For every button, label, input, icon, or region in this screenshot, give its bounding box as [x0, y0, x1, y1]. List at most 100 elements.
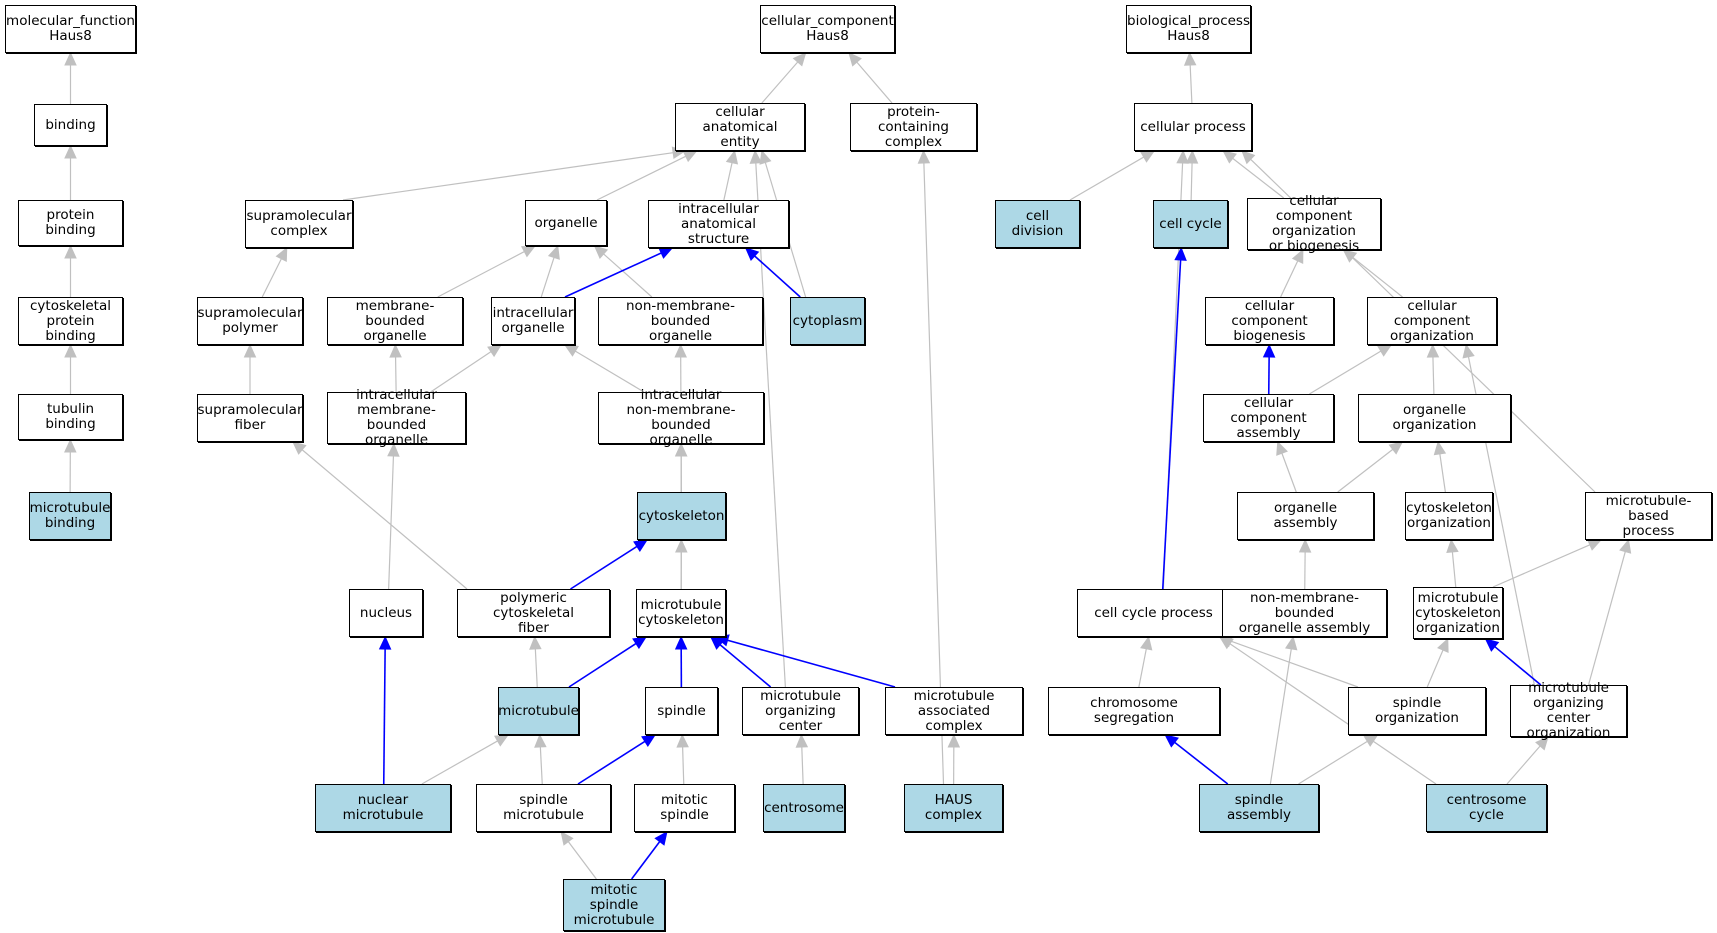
edge-arrowhead-microtubule-to-mt-cytoskeleton — [632, 636, 648, 650]
node-cell-division: cell division — [995, 200, 1080, 248]
edge-arrowhead-mtoc-org-to-mtb-process — [1619, 538, 1632, 554]
edge-arrowhead-supra-polymer-to-supra-complex — [275, 246, 288, 262]
node-cca: cellular component assembly — [1203, 394, 1334, 442]
node-pcc: protein-containing complex — [850, 103, 977, 151]
node-org-assembly: organelle assembly — [1237, 492, 1374, 540]
edge-msm-to-mitotic-spindle — [630, 841, 661, 880]
edge-cellular-process-to-bp-root — [1189, 64, 1193, 104]
node-cyto-org: cytoskeleton organization — [1405, 492, 1493, 540]
node-haus: HAUS complex — [904, 784, 1003, 832]
edge-arrowhead-org-org-to-cco — [1426, 343, 1440, 358]
node-protein-binding: protein binding — [18, 200, 123, 246]
edge-msm-to-spindle-mt — [567, 841, 597, 880]
edge-nmbo-to-organelle — [603, 253, 653, 298]
edge-arrowhead-microtubule-to-pcf — [529, 635, 542, 650]
node-chrom-seg: chromosome segregation — [1048, 687, 1220, 735]
edge-ccob-to-cellular-process — [1232, 157, 1285, 199]
edge-arrowhead-mt-cytoskeleton-to-cytoskeleton — [675, 538, 688, 553]
edge-pcf-to-cytoskeleton — [570, 545, 638, 590]
edge-arrowhead-pcc-to-cc-root — [848, 52, 862, 67]
edge-mitotic-spindle-to-spindle — [682, 746, 685, 785]
edge-cca-to-cco — [1309, 350, 1382, 395]
node-supra-complex: supramolecular complex — [245, 200, 353, 248]
edge-arrowhead-nucleus-to-imbo — [387, 442, 400, 457]
node-mac: microtubule associated complex — [885, 687, 1023, 735]
edge-arrowhead-msm-to-spindle-mt — [560, 831, 574, 846]
edge-arrowhead-org-assembly-to-cca — [1276, 440, 1288, 456]
edge-arrowhead-ccp-to-cellular-process — [1176, 149, 1189, 164]
edge-arrowhead-haus-to-pcc — [917, 149, 931, 164]
node-pcf: polymeric cytoskeletal fiber — [457, 589, 610, 637]
edge-arrowhead-mtoc-org-to-mt-cyto-org — [1484, 638, 1500, 652]
node-mf-root: molecular_function Haus8 — [5, 5, 136, 53]
node-mt-cyto-org: microtubule cytoskeleton organization — [1413, 587, 1503, 639]
edge-microtubule-to-pcf — [534, 648, 538, 688]
edge-arrowhead-centrosome-cycle-to-mtoc-org — [1535, 736, 1549, 751]
edge-supra-complex-to-cae — [342, 152, 674, 201]
edge-nucleus-to-imbo — [388, 455, 395, 590]
edge-organelle-to-cae — [596, 155, 686, 201]
edge-arrowhead-io-to-organelle — [547, 244, 560, 260]
node-spindle-mt: spindle microtubule — [476, 784, 611, 832]
edge-arrowhead-ccob-to-cellular-process — [1222, 150, 1237, 164]
edge-spindle-org-to-mt-cyto-org — [1426, 649, 1444, 688]
node-inmbo: intracellular non-membrane-bounded organ… — [598, 388, 764, 448]
edge-arrowhead-cell-division-to-cellular-process — [1140, 150, 1156, 163]
edge-arrowhead-spindle-assembly-to-spindle-org — [1363, 734, 1379, 747]
edge-arrowhead-tubulin-binding-to-cyto-protein-binding — [64, 343, 77, 358]
edge-io-to-ias — [564, 252, 662, 298]
edge-nuclear-mt-to-nucleus — [382, 648, 386, 785]
edge-arrowhead-cytoplasm-to-ias — [744, 247, 760, 262]
node-cc-root: cellular_component Haus8 — [760, 5, 895, 53]
edge-org-assembly-to-org-org — [1337, 448, 1394, 493]
edge-arrowhead-spindle-mt-to-spindle — [641, 734, 657, 748]
node-spindle-org: spindle organization — [1348, 687, 1486, 735]
node-mtoc-org: microtubule organizing center organizati… — [1510, 681, 1627, 741]
edge-imbo-to-mbo — [394, 356, 397, 393]
edge-spindle-assembly-to-nmboa — [1269, 648, 1292, 785]
edge-pcc-to-cc-root — [856, 61, 893, 104]
edge-mt-cyto-org-to-mtb-process — [1492, 544, 1591, 588]
edge-cell-cycle-to-cellular-process — [1190, 162, 1193, 201]
node-org-org: organelle organization — [1358, 394, 1511, 442]
edge-arrowhead-cyto-org-to-org-org — [1433, 440, 1447, 456]
node-mtoc: microtubule organizing center — [742, 687, 859, 735]
edge-arrowhead-nmboa-to-org-assembly — [1298, 538, 1312, 553]
edge-cyto-org-to-org-org — [1439, 453, 1446, 493]
node-microtubule: microtubule — [498, 687, 579, 735]
edge-arrowhead-spindle-org-to-mt-cyto-org — [1437, 637, 1449, 653]
edge-arrowhead-supra-fiber-to-supra-polymer — [243, 343, 257, 358]
node-ccob: cellular component organization or bioge… — [1247, 194, 1381, 254]
node-organelle: organelle — [525, 200, 607, 246]
edge-arrowhead-spindle-assembly-to-nmboa — [1285, 635, 1298, 651]
edge-cco-to-ccob — [1352, 257, 1403, 298]
edge-microtubule-to-mt-cytoskeleton — [568, 642, 637, 688]
node-centrosome-cycle: centrosome cycle — [1426, 784, 1547, 832]
edge-arrowhead-chrom-seg-to-ccp — [1140, 635, 1153, 651]
node-cytoskeleton: cytoskeleton — [637, 492, 726, 540]
edge-spindle-assembly-to-spindle-org — [1298, 740, 1368, 785]
edge-arrowhead-pcf-to-supra-fiber — [292, 441, 307, 455]
edge-arrowhead-cellular-process-to-bp-root — [1183, 51, 1197, 66]
edge-arrowhead-mitotic-spindle-to-spindle — [676, 733, 689, 748]
edge-arrowhead-nuclear-mt-to-nucleus — [378, 635, 392, 650]
edge-cell-division-to-cellular-process — [1069, 156, 1145, 201]
node-mt-cytoskeleton: microtubule cytoskeleton — [636, 589, 726, 637]
edge-cae-to-cc-root — [761, 61, 799, 104]
edge-arrowhead-mtoc-org-to-cco — [1462, 343, 1475, 359]
edge-ccp-to-cell-cycle — [1161, 259, 1182, 590]
edge-ccb-to-ccob — [1280, 260, 1299, 298]
node-ccp: cell cycle process — [1077, 589, 1230, 637]
node-nuclear-mt: nuclear microtubule — [315, 784, 451, 832]
node-cellular-process: cellular process — [1134, 103, 1252, 151]
node-nmboa: non-membrane-bounded organelle assembly — [1222, 589, 1387, 637]
edge-nuclear-mt-to-microtubule — [421, 740, 498, 785]
node-mitotic-spindle: mitotic spindle — [634, 784, 735, 832]
edge-arrowhead-binding-to-mf-root — [64, 51, 77, 66]
edge-supra-polymer-to-supra-complex — [261, 258, 282, 298]
node-supra-polymer: supramolecular polymer — [197, 297, 303, 345]
edge-arrowhead-cell-cycle-to-cellular-process — [1185, 149, 1199, 164]
edge-cytoplasm-to-ias — [754, 255, 801, 298]
node-nucleus: nucleus — [349, 589, 423, 637]
